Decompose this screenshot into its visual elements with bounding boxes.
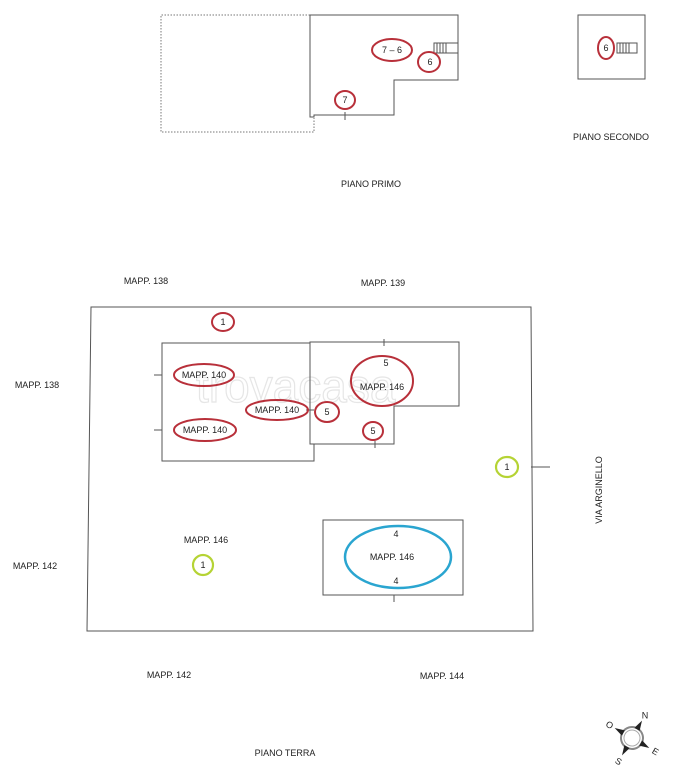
marker-1-top-label: 1 [220, 317, 225, 327]
adjacent-dotted-outline [160, 14, 315, 133]
compass-rose-icon: N E S O [604, 710, 661, 768]
marker-1-right-label: 1 [504, 462, 509, 472]
marker-6-label: 6 [603, 43, 608, 53]
piano-primo-title: PIANO PRIMO [341, 179, 401, 189]
boundary-right-street: VIA ARGINELLO [594, 456, 604, 524]
marker-4-top-label: 4 [393, 529, 398, 539]
piano-primo-walls [309, 14, 459, 118]
marker-mapp140-b-label: MAPP. 140 [255, 405, 299, 415]
boundary-left-upper: MAPP. 138 [15, 380, 59, 390]
marker-mapp146-label: MAPP. 146 [360, 382, 404, 392]
marker-6 [597, 36, 615, 60]
compass-east: E [650, 746, 660, 758]
marker-6 [417, 51, 441, 73]
stairs-icon [433, 42, 459, 54]
marker-5-mid [314, 401, 340, 423]
marker-6-label: 6 [427, 57, 432, 67]
outbuilding-walls [322, 519, 464, 596]
marker-5-top-label: 5 [383, 358, 388, 368]
marker-7-6-label: 7 – 6 [382, 45, 402, 55]
marker-7-6 [371, 38, 413, 62]
boundary-bottom-left: MAPP. 142 [147, 670, 191, 680]
boundary-top-center: MAPP. 139 [361, 278, 405, 288]
marker-7 [334, 90, 356, 110]
marker-mapp140-c-label: MAPP. 140 [183, 425, 227, 435]
boundary-top-left: MAPP. 138 [124, 276, 168, 286]
marker-4-bottom-label: 4 [393, 576, 398, 586]
marker-mapp146-blue [343, 524, 453, 590]
piano-terra-plan: MAPP. 138 MAPP. 139 MAPP. 138 MAPP. 142 … [13, 276, 604, 758]
marker-mapp140-a-label: MAPP. 140 [182, 370, 226, 380]
marker-1-right [494, 455, 520, 479]
stairs-icon [616, 42, 638, 54]
building-walls [161, 341, 460, 462]
marker-1-yard-label: 1 [200, 560, 205, 570]
marker-mapp146-blue-label: MAPP. 146 [370, 552, 414, 562]
compass-north: N [642, 710, 649, 720]
marker-1-top [211, 312, 235, 332]
marker-5-low [362, 421, 384, 441]
yard-mapp146-label: MAPP. 146 [184, 535, 228, 545]
compass-west: O [604, 719, 615, 731]
boundary-bottom-right: MAPP. 144 [420, 671, 464, 681]
marker-mapp140-b [245, 399, 309, 421]
marker-mapp140-c [173, 418, 237, 442]
boundary-left-lower: MAPP. 142 [13, 561, 57, 571]
marker-5-mid-label: 5 [324, 407, 329, 417]
marker-1-yard [191, 553, 215, 577]
marker-5-mapp146 [350, 355, 414, 407]
piano-primo-plan: 7 – 6 6 7 PIANO PRIMO [160, 14, 459, 189]
compass-south: S [613, 756, 623, 768]
piano-terra-title: PIANO TERRA [255, 748, 316, 758]
lot-boundary [86, 306, 534, 632]
piano-secondo-plan: 6 PIANO SECONDO [573, 14, 649, 142]
marker-7-label: 7 [342, 95, 347, 105]
marker-5-low-label: 5 [370, 426, 375, 436]
marker-mapp140-a [173, 363, 235, 387]
piano-secondo-title: PIANO SECONDO [573, 132, 649, 142]
